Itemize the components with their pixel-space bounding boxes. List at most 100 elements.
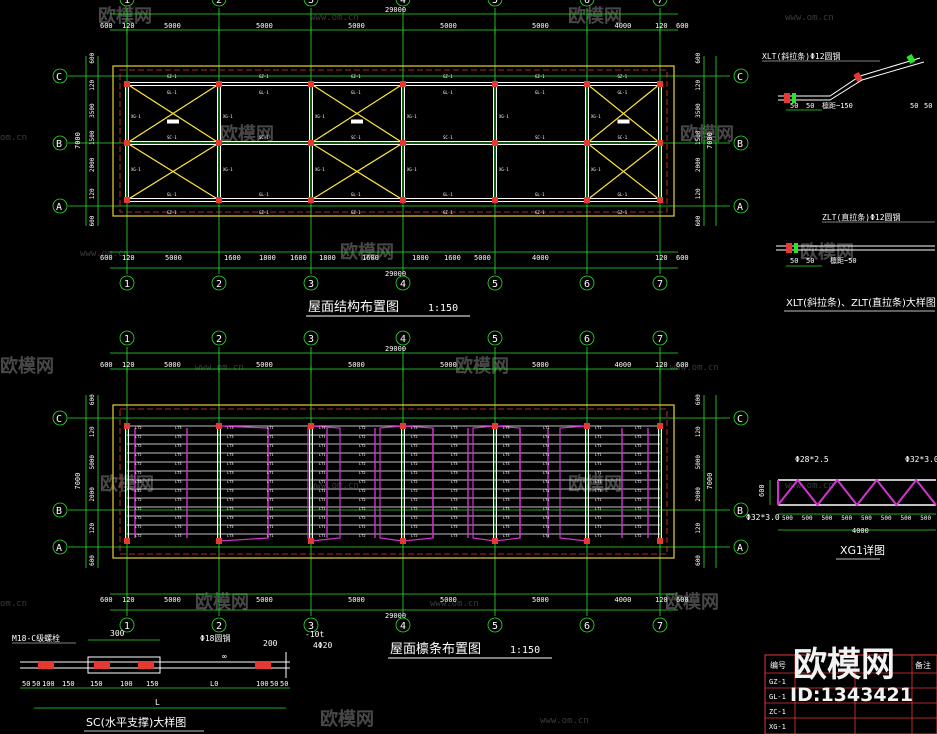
axis-bubble-top	[119, 0, 135, 7]
purlin-label: LT3	[175, 507, 182, 511]
purlin-label: LT3	[227, 444, 234, 448]
plan2-purlins	[112, 404, 675, 559]
tie-rod-diagonal	[379, 425, 404, 542]
watermark-layer: 欧模网 www.om.cn 欧模网 www.om.cn om.cn 欧模网 欧模…	[0, 5, 854, 730]
purlin-label: LT2	[411, 516, 418, 520]
dim-span: 5000	[256, 361, 273, 369]
dim-span: 5000	[164, 361, 181, 369]
dim-side: 120	[89, 426, 96, 437]
brace-node	[351, 119, 363, 124]
member-label: XG-1	[591, 114, 601, 119]
axis-label-col: 6	[584, 0, 590, 6]
purlin-label: LT1	[543, 480, 550, 484]
purlin-label: LT1	[543, 489, 550, 493]
sc-dim: 50	[280, 680, 288, 688]
axis-label-row: B	[56, 139, 62, 150]
purlin-label: LT3	[451, 453, 458, 457]
purlin-label: LT2	[411, 507, 418, 511]
dim-end: 600	[100, 254, 113, 262]
purlin-label: LT1	[595, 435, 602, 439]
axis-label-col: 5	[492, 621, 498, 632]
purlin-label: LT3	[451, 534, 458, 538]
plan1-scale: 1:150	[428, 303, 458, 314]
watermark-brand: 欧模网	[195, 591, 249, 613]
axis-bubble-left	[52, 410, 68, 426]
axis-bubble-left	[52, 539, 68, 555]
purlin-label: LT3	[175, 498, 182, 502]
purlin-label: LT2	[411, 453, 418, 457]
purlin-label: LT1	[319, 444, 326, 448]
purlin-label: LT2	[135, 489, 142, 493]
member-label: GL-1	[443, 90, 453, 95]
member-label: GZ-1	[167, 210, 177, 215]
axis-bubble-bottom	[303, 275, 319, 291]
xg-panel-dim: 500	[861, 515, 872, 522]
column-marker	[216, 81, 222, 87]
axis-bubble-bottom	[487, 275, 503, 291]
dim-span-bottom: 4000	[532, 254, 549, 262]
axis-label-col: 7	[657, 0, 663, 6]
column-marker	[308, 81, 314, 87]
xg-panel-dim: 500	[822, 515, 833, 522]
watermark-site: www.om.cn	[310, 13, 359, 23]
dim-end: 120	[655, 254, 668, 262]
dim-span-bottom: 5000	[256, 596, 273, 604]
purlin-label: LT2	[359, 444, 366, 448]
sc-dim: 100	[42, 680, 55, 688]
axis-bubble-bottom	[579, 275, 595, 291]
axis-bubble-right	[733, 410, 749, 426]
dim-span-bottom: 4000	[615, 596, 632, 604]
plan1-title: 屋面结构布置图	[308, 300, 399, 315]
xg1-height: 600	[758, 484, 766, 497]
purlin-label: LT1	[543, 516, 550, 520]
sc-dim: 50	[32, 680, 40, 688]
zlt-note: 檩距~50	[830, 256, 857, 265]
purlin-label: LT3	[451, 480, 458, 484]
purlin-label: LT1	[595, 489, 602, 493]
column-marker	[492, 81, 498, 87]
column-marker	[216, 197, 222, 203]
purlin-label: LT1	[267, 516, 274, 520]
purlin-label: LT2	[635, 453, 642, 457]
member-label: GZ-1	[259, 210, 269, 215]
axis-label-row: C	[56, 72, 62, 83]
dim-side: 120	[89, 188, 96, 199]
plan2-title: 屋面檩条布置图	[390, 641, 481, 657]
purlin-label: LT1	[543, 498, 550, 502]
dim-side: 600	[695, 52, 702, 63]
dim-side: 120	[695, 523, 702, 534]
purlin-label: LT3	[503, 489, 510, 493]
purlin-label: LT3	[227, 435, 234, 439]
purlin-label: LT2	[135, 462, 142, 466]
roof-structure-plan: GZ-1GL-1SC-1GL-1GZ-1XG-1XG-1GZ-1GL-1SC-1…	[52, 0, 749, 317]
cross-brace	[310, 142, 404, 201]
purlin-label: LT1	[595, 516, 602, 520]
dim-span: 4000	[615, 361, 632, 369]
purlin-label: LT1	[267, 462, 274, 466]
dim-side: 600	[89, 52, 96, 63]
purlin-label: LT1	[543, 525, 550, 529]
column-marker	[124, 197, 130, 203]
member-label: XG-1	[131, 114, 141, 119]
axis-label-row: B	[56, 506, 62, 517]
tie-detail-title: XLT(斜拉条)、ZLT(直拉条)大样图	[786, 296, 936, 309]
purlin-label: LT1	[595, 498, 602, 502]
dim-side: 600	[89, 555, 96, 566]
axis-label-col: 4	[400, 0, 406, 6]
sc-dim: L0	[210, 680, 218, 688]
dim-end: 120	[122, 596, 135, 604]
plan2-scale: 1:150	[510, 645, 540, 656]
member-label: SC-1	[167, 135, 177, 140]
dim-end: 120	[122, 361, 135, 369]
brand-logo-text: 欧模网	[793, 645, 895, 685]
purlin-label: LT1	[595, 471, 602, 475]
purlin-label: LT1	[267, 444, 274, 448]
purlin-label: LT3	[175, 489, 182, 493]
dim-span: 5000	[532, 22, 549, 30]
purlin-label: LT3	[227, 525, 234, 529]
purlin-label: LT2	[635, 516, 642, 520]
dim-end: 120	[122, 22, 135, 30]
purlin-label: LT1	[267, 453, 274, 457]
column-marker	[216, 423, 222, 429]
